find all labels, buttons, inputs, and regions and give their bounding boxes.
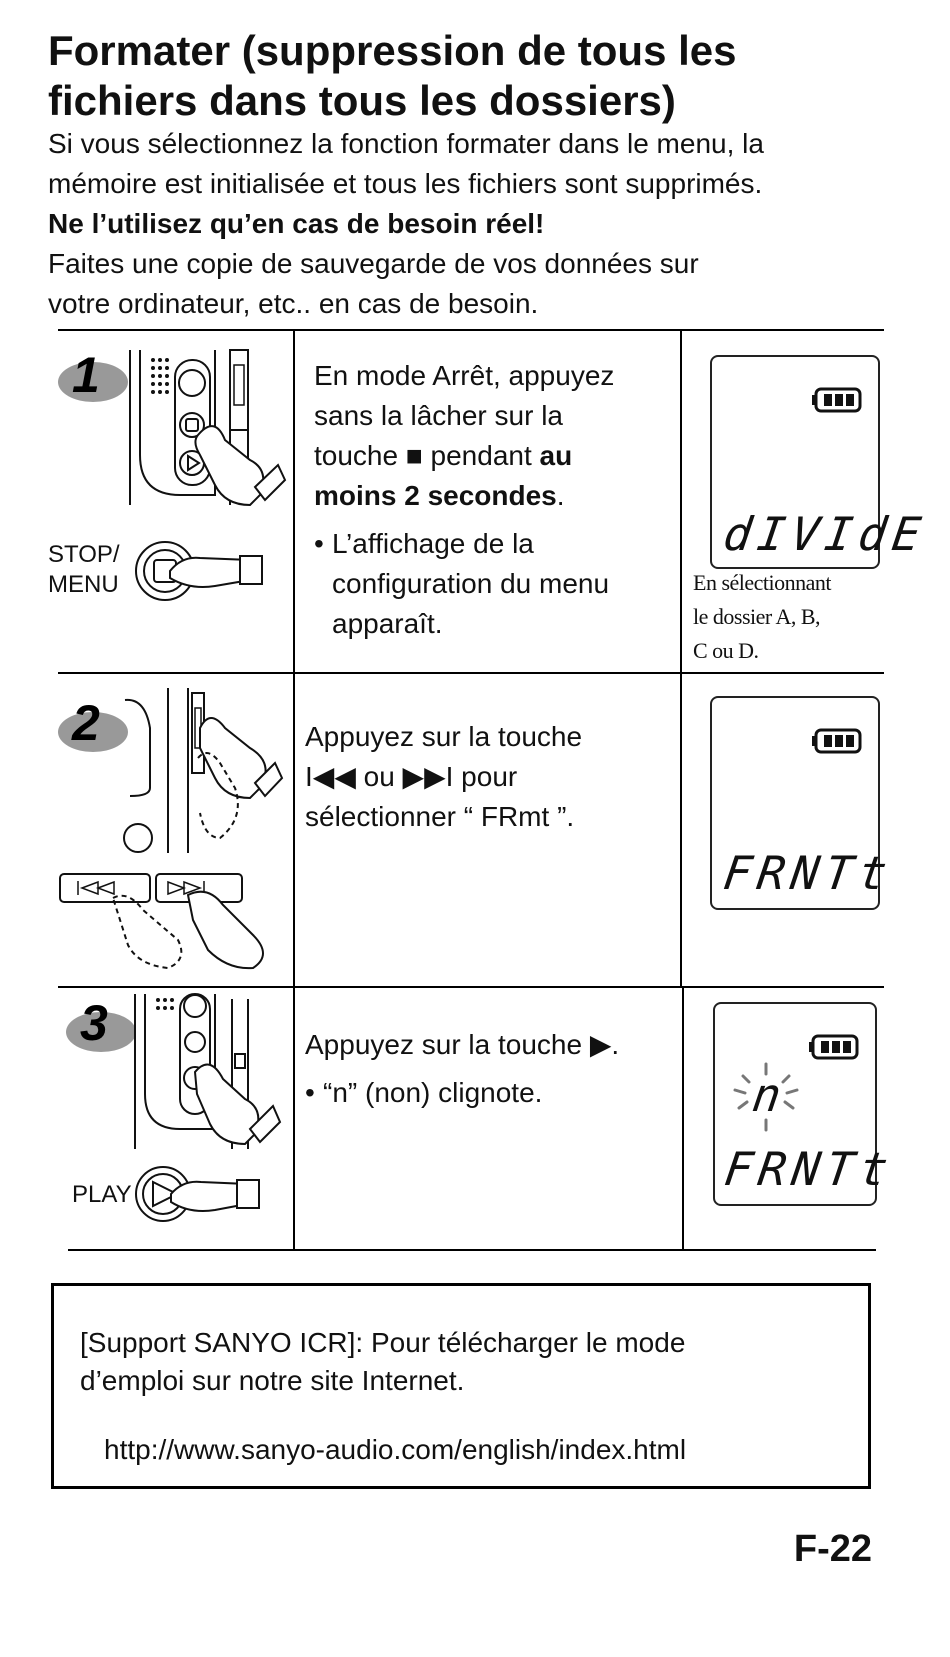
- intro-paragraph: Si vous sélectionnez la fonction formate…: [48, 124, 938, 324]
- step-1-lcd-display: dIVIdE: [710, 355, 930, 569]
- intro-line-4: votre ordinateur, etc.. en cas de besoin…: [48, 288, 539, 319]
- step-1-bullet: • L’affichage de la configuration du men…: [314, 524, 674, 644]
- caption-line-3: C ou D.: [693, 638, 759, 663]
- intro-line-1: Si vous sélectionnez la fonction formate…: [48, 128, 764, 159]
- step-3-number: 3: [80, 995, 108, 1051]
- table-top-rule: [58, 329, 884, 331]
- support-text: [Support SANYO ICR]: Pour télécharger le…: [80, 1324, 840, 1400]
- page-title: Formater (suppression de tous les fichie…: [48, 26, 928, 126]
- step-2-number: 2: [72, 695, 100, 751]
- step-2-lcd-display: FRNTt: [710, 696, 896, 910]
- step-1-line-a: En mode Arrêt, appuyez: [314, 360, 615, 391]
- battery-icon: [812, 387, 862, 413]
- step-3-badge: [66, 1012, 136, 1052]
- blink-rays-icon: [733, 1062, 799, 1132]
- step-1-bullet-line-3: apparaît.: [332, 608, 443, 639]
- step-2-badge: [58, 712, 128, 752]
- bullet-dot: •: [314, 528, 324, 559]
- step-1-line-d-post: .: [556, 480, 565, 511]
- step-3-lcd-display: n FRNTt: [713, 1002, 897, 1206]
- step-3-instruction: Appuyez sur la touche ▶. • “n” (non) cli…: [305, 1025, 680, 1113]
- support-url[interactable]: http://www.sanyo-audio.com/english/index…: [104, 1434, 687, 1465]
- step-3-lcd-text: FRNTt: [721, 1142, 898, 1196]
- step-1-number: 1: [72, 347, 100, 403]
- step-1-badge: [58, 362, 128, 402]
- column-divider-right-row3: [682, 986, 684, 1250]
- caption-line-1: En sélectionnant: [693, 570, 832, 595]
- step-1-line-d-bold: moins 2 secondes: [314, 480, 557, 511]
- recorder-play-illustration: [134, 993, 282, 1149]
- recorder-skip-illustration: [123, 688, 284, 853]
- column-divider-right: [680, 329, 682, 987]
- step-1-line-b: sans la lâcher sur la: [314, 400, 564, 431]
- stop-label: STOP/: [48, 541, 120, 568]
- menu-label: MENU: [48, 571, 119, 598]
- stop-button-icon: [135, 541, 263, 601]
- step-1-caption: En sélectionnant le dossier A, B, C ou D…: [693, 566, 832, 668]
- play-label: PLAY: [72, 1181, 132, 1208]
- support-box: [Support SANYO ICR]: Pour télécharger le…: [51, 1283, 871, 1489]
- caption-line-2: le dossier A, B,: [693, 604, 821, 629]
- battery-icon: [809, 1034, 859, 1060]
- play-button-icon: [135, 1166, 260, 1222]
- recorder-stop-illustration: [129, 349, 287, 507]
- bullet-dot: •: [305, 1077, 315, 1108]
- intro-line-2: mémoire est initialisée et tous les fich…: [48, 168, 763, 199]
- battery-icon: [812, 728, 862, 754]
- intro-warning: Ne l’utilisez qu’en cas de besoin réel!: [48, 208, 545, 239]
- step-2-instruction: Appuyez sur la touche I◀◀ ou ▶▶I pour sé…: [305, 717, 675, 837]
- step-2-line-a: Appuyez sur la touche: [305, 721, 583, 752]
- step-1-bullet-line-2: configuration du menu: [332, 568, 610, 599]
- stop-menu-label: STOP/ MENU: [48, 540, 120, 600]
- step-2-line-c: sélectionner “ FRmt ”.: [305, 801, 575, 832]
- intro-line-3: Faites une copie de sauvegarde de vos do…: [48, 248, 699, 279]
- support-line-2: d’emploi sur notre site Internet.: [80, 1365, 465, 1396]
- row-divider-1: [58, 672, 884, 674]
- step-3-bullet-text: “n” (non) clignote.: [323, 1077, 543, 1108]
- table-bottom-rule: [68, 1249, 876, 1251]
- step-1-lcd-text: dIVIdE: [720, 507, 930, 561]
- step-2-lcd-text: FRNTt: [720, 846, 897, 900]
- step-1-line-d: moins 2 secondes.: [314, 476, 674, 516]
- skip-buttons-illustration: [59, 873, 264, 970]
- step-2-line-b: I◀◀ ou ▶▶I pour: [305, 761, 518, 792]
- step-1-line-c: touche ■ pendant au: [314, 436, 674, 476]
- row-divider-2: [58, 986, 884, 988]
- step-1-instruction: En mode Arrêt, appuyez sans la lâcher su…: [314, 356, 674, 644]
- step-1-line-c-pre: touche ■ pendant: [314, 440, 540, 471]
- step-1-line-c-bold: au: [539, 440, 573, 471]
- column-divider-left: [293, 329, 295, 1250]
- page-number: F-22: [793, 1528, 872, 1570]
- step-1-bullet-line-1: L’affichage de la: [332, 528, 534, 559]
- title-line-1: Formater (suppression de tous les: [48, 27, 737, 74]
- step-3-line-a: Appuyez sur la touche ▶.: [305, 1029, 620, 1060]
- step-3-bullet: • “n” (non) clignote.: [305, 1073, 680, 1113]
- title-line-2: fichiers dans tous les dossiers): [48, 77, 676, 124]
- support-line-1: [Support SANYO ICR]: Pour télécharger le…: [80, 1327, 686, 1358]
